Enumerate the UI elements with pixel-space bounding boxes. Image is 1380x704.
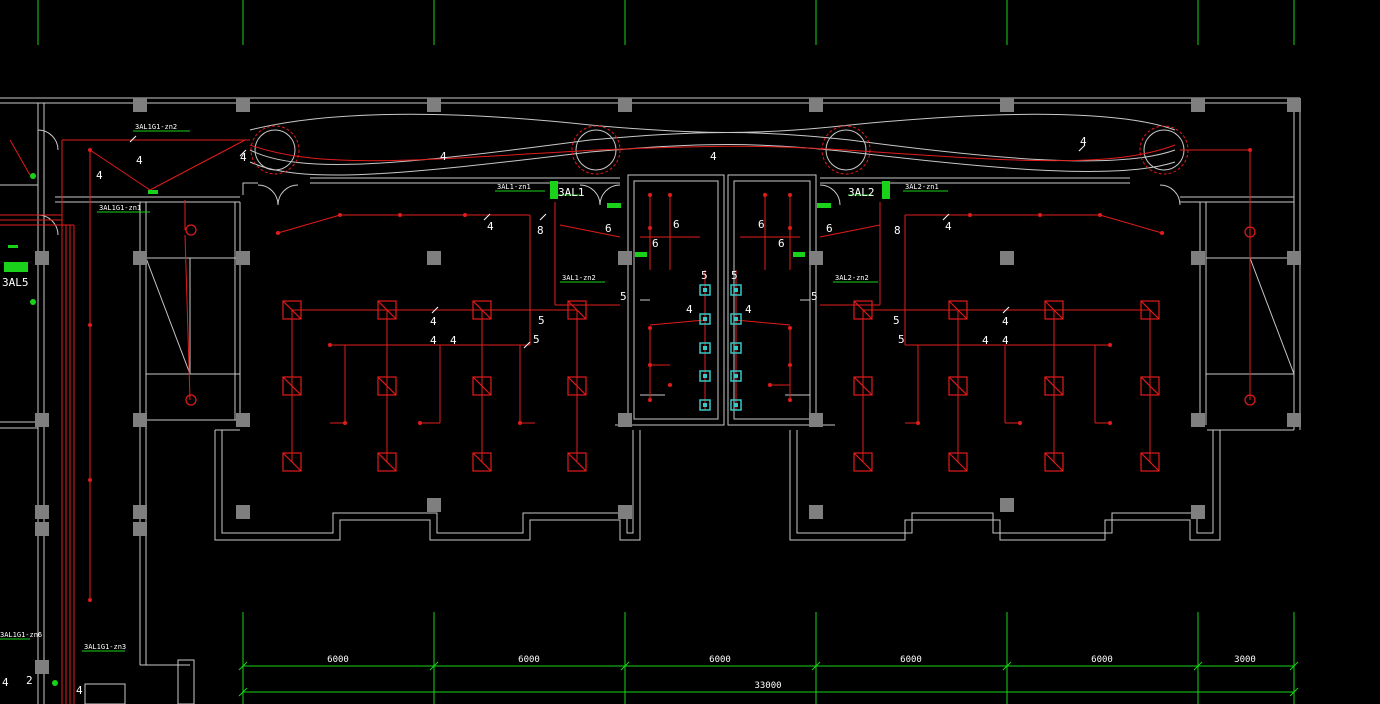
circuit-tag: 3AL1G1-zn2 bbox=[135, 123, 177, 131]
core-duct-centers bbox=[703, 288, 738, 407]
structural-columns bbox=[35, 98, 1301, 674]
wire-count: 4 bbox=[440, 150, 447, 163]
panel-3al1-box bbox=[550, 181, 558, 199]
wire-count: 8 bbox=[894, 224, 901, 237]
panel-label-3al5: 3AL5 bbox=[2, 276, 29, 289]
panel-label-3al2: 3AL2 bbox=[848, 186, 875, 199]
wire-count: 4 bbox=[710, 150, 717, 163]
ceiling-lights bbox=[185, 224, 1256, 406]
dim-bay-5: 6000 bbox=[1091, 655, 1113, 665]
panel-label-3al1: 3AL1 bbox=[558, 186, 585, 199]
grid-axis-lines bbox=[37, 0, 1299, 704]
circuit-tag: 3AL2-zn2 bbox=[835, 274, 869, 282]
dim-bay-6: 3000 bbox=[1234, 655, 1256, 665]
wire-count: 4 bbox=[1002, 334, 1009, 347]
dim-bay-1: 6000 bbox=[327, 655, 349, 665]
wire-count: 4 bbox=[96, 169, 103, 182]
wire-count: 5 bbox=[538, 314, 545, 327]
panel-3al5-box bbox=[4, 262, 28, 272]
wire-count: 4 bbox=[487, 220, 494, 233]
wire-count: 4 bbox=[450, 334, 457, 347]
wire-count: 4 bbox=[982, 334, 989, 347]
core-duct-fixtures bbox=[699, 284, 742, 411]
wire-count: 6 bbox=[758, 218, 765, 231]
wire-count: 5 bbox=[620, 290, 627, 303]
wire-count: 4 bbox=[430, 315, 437, 328]
wire-count: 4 bbox=[945, 220, 952, 233]
wire-count: 5 bbox=[731, 269, 738, 282]
walls bbox=[0, 97, 1301, 704]
wire-count: 5 bbox=[533, 333, 540, 346]
grille-fixtures bbox=[282, 300, 1160, 472]
wire-count: 6 bbox=[652, 237, 659, 250]
wire-count: 5 bbox=[811, 290, 818, 303]
wire-count: 4 bbox=[136, 154, 143, 167]
wire-count: 4 bbox=[240, 151, 247, 164]
curved-corridor-features bbox=[249, 113, 1189, 176]
wire-count: 5 bbox=[701, 269, 708, 282]
dim-bay-2: 6000 bbox=[518, 655, 540, 665]
wire-count: 6 bbox=[673, 218, 680, 231]
wire-count: 8 bbox=[537, 224, 544, 237]
circuit-tag: 3AL2-zn1 bbox=[905, 183, 939, 191]
circuit-tag: 3AL1G1-zn3 bbox=[84, 643, 126, 651]
wire-count-labels: 4 4 4 4 4 4 4 8 6 6 6 6 6 6 8 4 5 5 4 4 … bbox=[2, 135, 1087, 697]
circuit-tag: 3AL1-zn2 bbox=[562, 274, 596, 282]
circuit-tag: 3AL1G1-zn1 bbox=[99, 204, 141, 212]
wire-count: 4 bbox=[1002, 315, 1009, 328]
wire-count: 4 bbox=[2, 676, 9, 689]
wire-count: 6 bbox=[826, 222, 833, 235]
wire-count: 2 bbox=[26, 674, 33, 687]
wire-count: 6 bbox=[605, 222, 612, 235]
junction-dots bbox=[88, 148, 1252, 602]
panel-labels: 3AL1 3AL2 3AL5 bbox=[2, 186, 875, 289]
dim-bay-4: 6000 bbox=[900, 655, 922, 665]
dim-total: 33000 bbox=[754, 681, 781, 691]
wire-count: 4 bbox=[430, 334, 437, 347]
wire-count: 6 bbox=[778, 237, 785, 250]
dimension-labels: 6000 6000 6000 6000 6000 3000 33000 bbox=[327, 655, 1256, 691]
wire-count: 5 bbox=[898, 333, 905, 346]
wire-count: 4 bbox=[745, 303, 752, 316]
wire-count: 5 bbox=[893, 314, 900, 327]
circuit-tag-labels: 3AL1G1-zn2 3AL1G1-zn1 3AL1-zn1 3AL1-zn2 … bbox=[0, 123, 939, 651]
wire-count: 4 bbox=[686, 303, 693, 316]
tag-leaders bbox=[0, 130, 948, 652]
panel-3al2-box bbox=[882, 181, 890, 199]
dim-bay-3: 6000 bbox=[709, 655, 731, 665]
wire-ticks bbox=[129, 135, 1086, 349]
wire-count: 4 bbox=[1080, 135, 1087, 148]
wire-count: 4 bbox=[76, 684, 83, 697]
circuit-tag: 3AL1G1-zn6 bbox=[0, 631, 42, 639]
panel-boards bbox=[4, 173, 890, 686]
circuit-tag: 3AL1-zn1 bbox=[497, 183, 531, 191]
